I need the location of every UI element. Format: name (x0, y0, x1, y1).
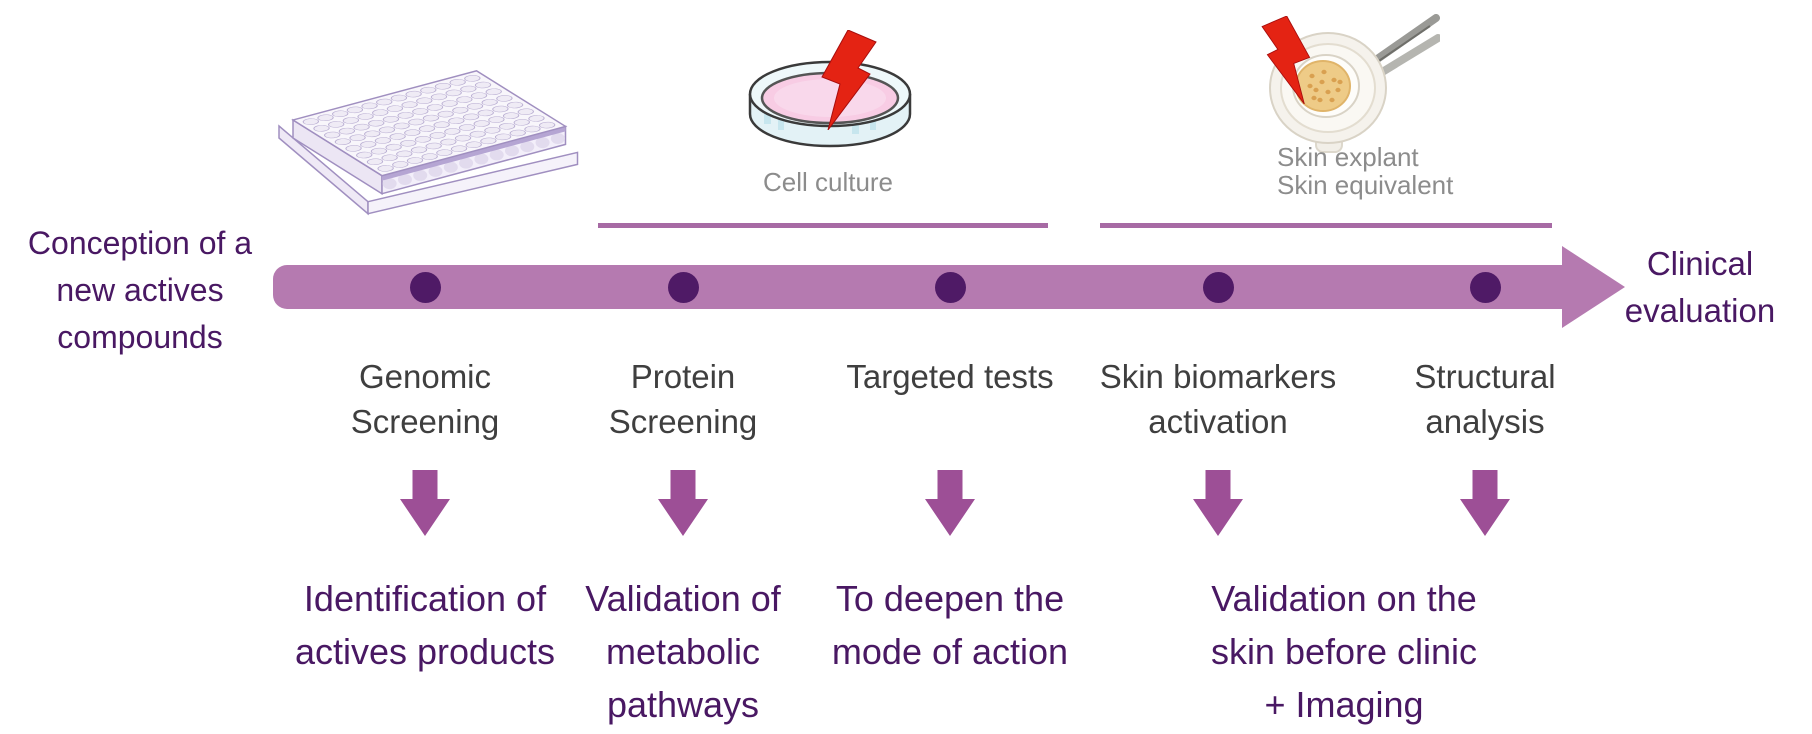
cell-culture-caption: Cell culture (762, 167, 894, 197)
cell-culture-section-line (598, 223, 1048, 228)
lightning-bolt-icon (1261, 16, 1311, 104)
stage-dot (1202, 272, 1234, 303)
stage-label: Protein Screening (608, 358, 758, 440)
stage-column-protein-screening: Protein Screening Validation of metaboli… (553, 272, 813, 725)
stage-column-genomic-screening: Genomic Screening Identification of acti… (295, 272, 555, 692)
down-arrow-icon (1460, 470, 1510, 536)
well-plate-wells (302, 75, 556, 172)
down-arrow-icon (1193, 470, 1243, 536)
petri-dish-icon (748, 60, 912, 148)
end-label: Clinical evaluation (1624, 245, 1776, 329)
skin-section-line (1100, 223, 1552, 228)
skin-disc-speckles (1307, 69, 1343, 103)
stage-label: Genomic Screening (350, 358, 500, 440)
stage-dot (667, 272, 699, 303)
stage-column-structural-analysis: Structural analysis (1355, 272, 1615, 692)
stage-column-targeted-tests: Targeted tests To deepen the mode of act… (820, 272, 1080, 692)
shared-stage-outcome: Validation on the skin before clinic + I… (1210, 578, 1478, 725)
timeline-arrowhead-icon (1562, 246, 1625, 328)
stage-outcome: Identification of actives products (294, 578, 556, 672)
well-plate-icon (278, 70, 579, 216)
stage-dot (934, 272, 966, 303)
stage-column-skin-biomarkers: Skin biomarkers activation (1088, 272, 1348, 692)
stage-dot (409, 272, 441, 303)
stage-outcome: To deepen the mode of action (831, 578, 1069, 672)
down-arrow-icon (925, 470, 975, 536)
stage-dot (1469, 272, 1501, 303)
skin-explant-caption: Skin explant Skin equivalent (1277, 142, 1454, 200)
stage-outcome: Validation of metabolic pathways (585, 578, 781, 725)
stage-label: Skin biomarkers activation (1099, 358, 1337, 440)
timeline-band (273, 265, 1565, 309)
down-arrow-icon (658, 470, 708, 536)
lightning-bolt-icon (821, 30, 877, 130)
stage-label: Structural analysis (1414, 358, 1556, 440)
well-plate-side-wells (382, 132, 565, 190)
stage-label: Targeted tests (846, 358, 1054, 395)
start-label: Conception of a new actives compounds (27, 225, 253, 355)
down-arrow-icon (400, 470, 450, 536)
